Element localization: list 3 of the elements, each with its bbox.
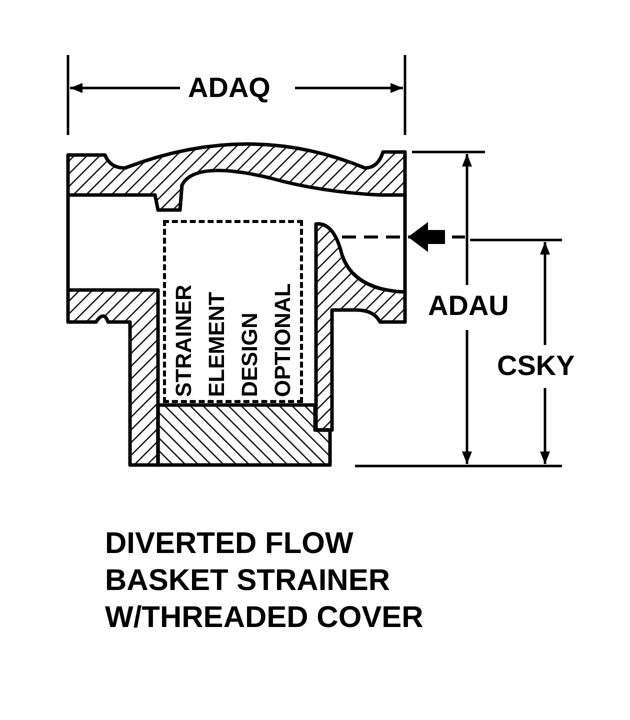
element-note: STRAINER ELEMENT DESIGN OPTIONAL	[170, 282, 296, 396]
caption: DIVERTED FLOW BASKET STRAINER W/THREADED COVER	[105, 526, 424, 636]
strainer-element-outline	[163, 220, 303, 403]
